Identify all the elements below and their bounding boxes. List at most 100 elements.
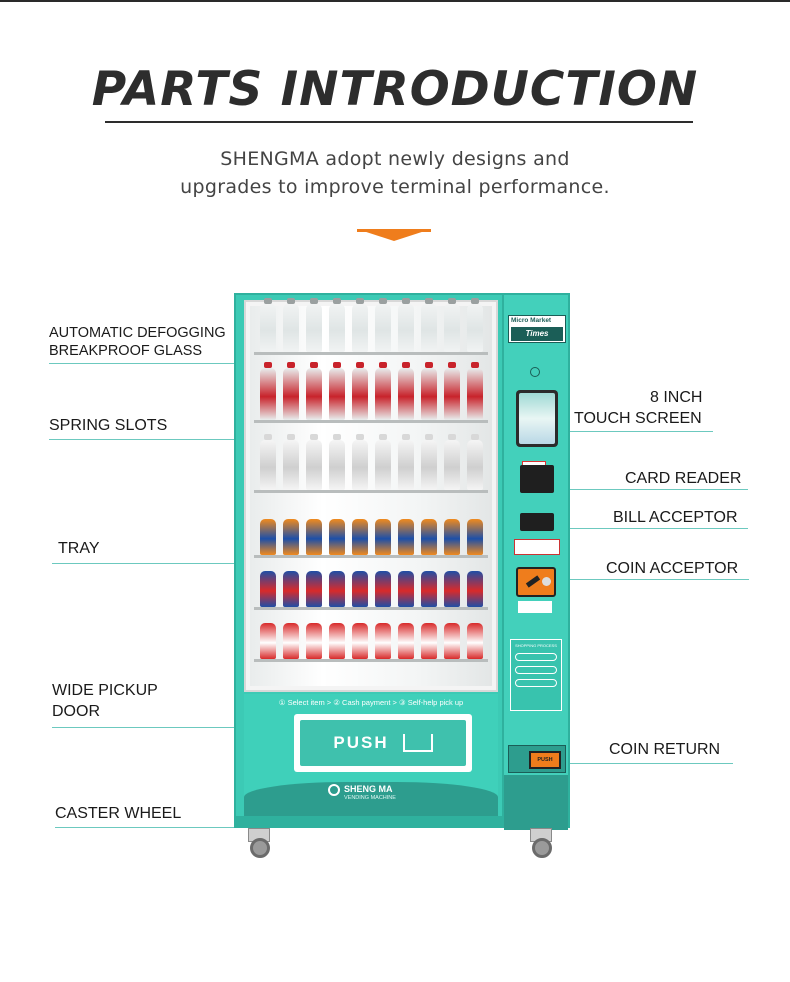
instructions-title: SHOPPING PROCESS [515, 643, 557, 648]
touch-screen[interactable] [516, 390, 558, 447]
product-item [283, 519, 299, 555]
bottle-cap [356, 298, 364, 304]
product-item [352, 571, 368, 607]
bottle-cap [310, 362, 318, 368]
product-item [329, 623, 345, 659]
cabinet-main: ① Select item > ② Cash payment > ③ Self-… [234, 293, 504, 828]
product-item [283, 368, 299, 420]
product-item [260, 304, 276, 352]
bottle-cap [471, 362, 479, 368]
caster-wheel-right [532, 838, 552, 858]
tray-shelf [254, 607, 488, 610]
label-spring-slots: SPRING SLOTS [49, 417, 168, 434]
product-item [398, 368, 414, 420]
leader-line-caster [55, 827, 257, 828]
bottle-cap [333, 434, 341, 440]
card-reader[interactable] [520, 465, 554, 493]
logo-top-text: Micro Market [511, 317, 552, 324]
tray-icon [402, 734, 433, 752]
coin-return: PUSH [508, 745, 566, 773]
bottle-cap [471, 298, 479, 304]
product-item [467, 571, 483, 607]
product-item [444, 368, 460, 420]
bottle-cap [333, 298, 341, 304]
bottle-cap [379, 298, 387, 304]
product-item [421, 304, 437, 352]
label-screen-line2: TOUCH SCREEN [574, 410, 702, 427]
product-item [421, 519, 437, 555]
product-item [306, 440, 322, 490]
brand-subtitle: VENDING MACHINE [344, 795, 396, 801]
label-coin-acceptor: COIN ACCEPTOR [606, 560, 739, 577]
coin-acceptor[interactable] [516, 567, 556, 597]
leader-line-tray [52, 563, 261, 564]
product-item [329, 368, 345, 420]
bottle-cap [448, 362, 456, 368]
page-title: PARTS INTRODUCTION [91, 62, 699, 117]
orange-accent-bar [357, 229, 431, 232]
subtitle-line-2: upgrades to improve terminal performance… [180, 176, 610, 198]
pickup-door[interactable]: PUSH [294, 714, 472, 772]
product-item [306, 571, 322, 607]
product-item [467, 519, 483, 555]
product-item [306, 368, 322, 420]
product-item [444, 440, 460, 490]
bottle-cap [310, 298, 318, 304]
tray-shelf [254, 420, 488, 423]
product-item [398, 440, 414, 490]
product-item [444, 519, 460, 555]
label-screen-line1: 8 INCH [650, 389, 703, 406]
bottle-cap [333, 362, 341, 368]
coin-return-button[interactable]: PUSH [529, 751, 561, 769]
label-card-reader: CARD READER [625, 470, 742, 487]
bottle-cap [356, 434, 364, 440]
bill-acceptor[interactable] [520, 513, 554, 531]
product-item [283, 623, 299, 659]
bottle-cap [379, 434, 387, 440]
purchase-steps: ① Select item > ② Cash payment > ③ Self-… [278, 698, 464, 707]
bottle-cap [310, 434, 318, 440]
glass-door [244, 298, 498, 692]
product-item [283, 304, 299, 352]
product-item [398, 519, 414, 555]
brand-name: SHENG MA [344, 784, 393, 794]
lower-panel: ① Select item > ② Cash payment > ③ Self-… [244, 694, 498, 820]
label-glass-line1: AUTOMATIC DEFOGGING [49, 325, 226, 341]
control-panel: Micro Market Times SHOPPING PROCESS PUSH [502, 293, 570, 830]
leader-line-bill [543, 528, 748, 529]
shengma-logo-icon [328, 784, 340, 796]
label-coin-return: COIN RETURN [609, 741, 721, 758]
product-item [421, 368, 437, 420]
product-item [421, 623, 437, 659]
product-item [467, 368, 483, 420]
product-item [260, 440, 276, 490]
coin-sticker [518, 601, 552, 613]
product-item [260, 623, 276, 659]
bottle-cap [425, 298, 433, 304]
product-item [329, 440, 345, 490]
product-item [444, 623, 460, 659]
orange-arrow-icon [357, 229, 431, 241]
product-item [329, 304, 345, 352]
power-icon[interactable] [530, 367, 540, 377]
control-panel-base [504, 775, 568, 830]
brand-strip [244, 782, 498, 820]
product-item [306, 304, 322, 352]
product-item [375, 519, 391, 555]
tray-shelf [254, 490, 488, 493]
tray-shelf [254, 555, 488, 558]
caster-wheel-left [250, 838, 270, 858]
leader-line-coin [545, 579, 749, 580]
bottle-cap [402, 434, 410, 440]
product-item [467, 623, 483, 659]
label-glass-line2: BREAKPROOF GLASS [49, 343, 203, 359]
product-item [421, 440, 437, 490]
product-item [444, 571, 460, 607]
leader-line-spring [49, 439, 271, 440]
coin-knob-icon [542, 577, 551, 586]
product-item [352, 519, 368, 555]
product-item [260, 368, 276, 420]
product-item [375, 571, 391, 607]
push-label: PUSH [333, 733, 389, 752]
subtitle-line-1: SHENGMA adopt newly designs and [220, 148, 570, 170]
